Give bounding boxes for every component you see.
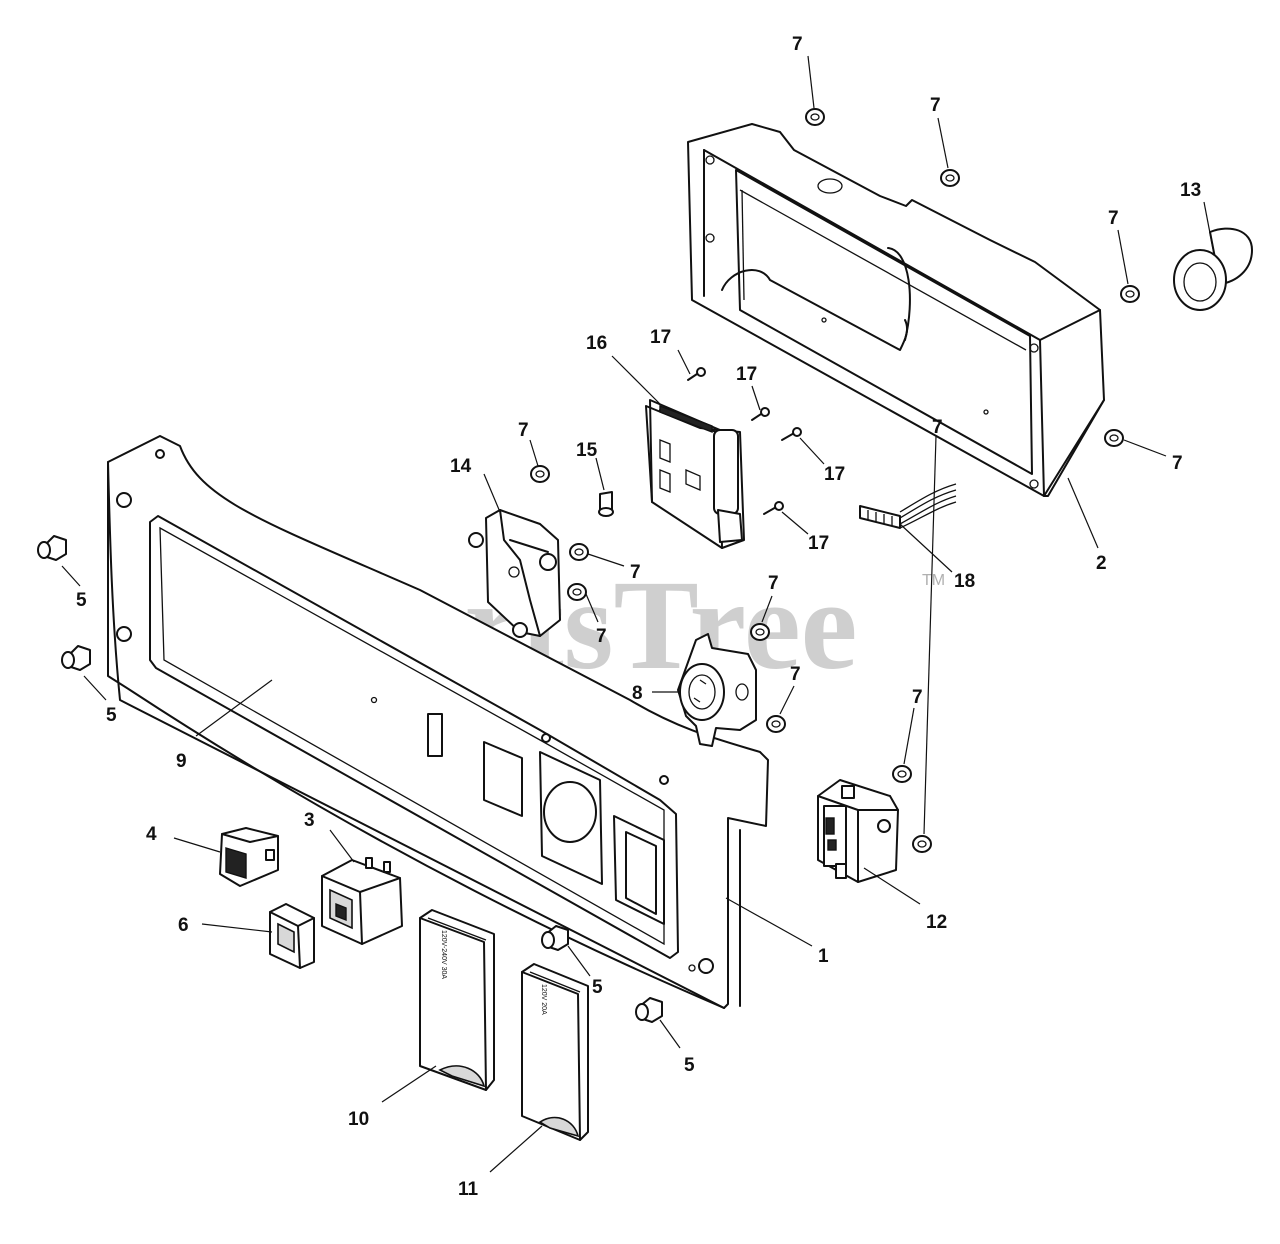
part-3-breaker-switch: [321, 857, 403, 945]
callout-labels: 1 2 3 4 5 5 5 5 6 7 7 7 7 7 7 7 7 7 7 7 …: [76, 34, 1201, 1200]
callout-part-7: 7: [1172, 453, 1183, 474]
part-1-front-panel: [107, 435, 769, 1009]
part-18-harness-connector: [859, 483, 957, 529]
callout-part-8: 8: [632, 683, 643, 704]
callout-part-14: 14: [450, 456, 472, 477]
callout-part-5: 5: [76, 590, 87, 611]
callout-part-5: 5: [106, 705, 117, 726]
callout-part-17: 17: [736, 364, 757, 385]
cover-11-rating: 120V 20A: [540, 984, 547, 1015]
part-6-switch-cover: [269, 903, 315, 969]
part-8-receptacle: [677, 633, 757, 747]
callout-part-17: 17: [808, 533, 829, 554]
callout-part-11: 11: [458, 1179, 479, 1200]
callout-part-7: 7: [932, 417, 943, 438]
callout-part-5: 5: [592, 977, 603, 998]
callout-part-7: 7: [1108, 208, 1119, 229]
callout-part-1: 1: [818, 946, 829, 967]
cover-10-rating: 120V-240V 30A: [440, 930, 447, 979]
part-10-receptacle-cover: 120V-240V 30A: [419, 909, 495, 1091]
callout-part-15: 15: [576, 440, 598, 461]
callout-part-4: 4: [146, 824, 157, 845]
watermark-trademark: TM: [922, 572, 945, 589]
part-7-nut: [530, 108, 1140, 853]
part-12-gfci-receptacle: [817, 779, 899, 883]
callout-part-7: 7: [596, 626, 607, 647]
part-2-control-box: [687, 123, 1105, 497]
callout-part-18: 18: [954, 571, 975, 592]
callout-part-17: 17: [824, 464, 845, 485]
callout-part-7: 7: [768, 573, 779, 594]
callout-part-7: 7: [930, 95, 941, 116]
callout-part-7: 7: [518, 420, 529, 441]
callout-part-5: 5: [684, 1055, 695, 1076]
callout-part-2: 2: [1096, 553, 1107, 574]
callout-part-17: 17: [650, 327, 671, 348]
callout-part-3: 3: [304, 810, 315, 831]
callout-part-13: 13: [1180, 180, 1201, 201]
callout-part-12: 12: [926, 912, 947, 933]
part-4-rocker-switch: [219, 827, 279, 887]
callout-part-7: 7: [630, 562, 641, 583]
part-5-screw: [37, 535, 663, 1023]
part-14-bracket: [468, 509, 561, 638]
callout-part-9: 9: [176, 751, 187, 772]
callout-part-10: 10: [348, 1109, 369, 1130]
callout-part-16: 16: [586, 333, 607, 354]
leader-lines: [61, 55, 1215, 1173]
part-17-screw: [687, 367, 802, 515]
part-15-pin: [598, 491, 614, 517]
part-13-plug: [1173, 227, 1253, 311]
callout-part-7: 7: [912, 687, 923, 708]
callout-part-7: 7: [790, 664, 801, 685]
callout-part-6: 6: [178, 915, 189, 936]
part-16-circuit-board: [645, 399, 745, 549]
callout-part-7: 7: [792, 34, 803, 55]
part-11-receptacle-cover: 120V 20A: [521, 963, 589, 1141]
